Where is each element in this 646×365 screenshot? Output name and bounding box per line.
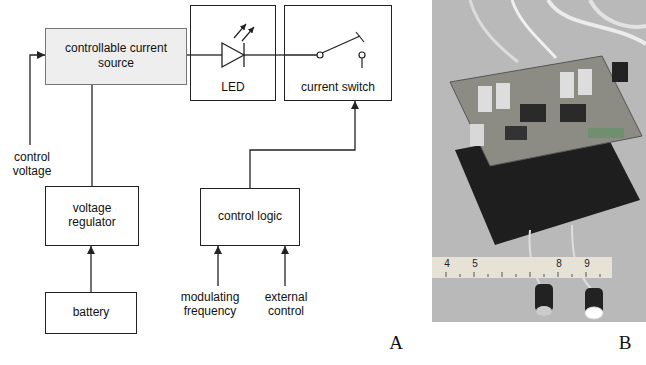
- connector: [91, 85, 92, 186]
- dip-switch: [470, 124, 484, 146]
- signal-label: control voltage: [4, 150, 60, 179]
- box-label: controllable current source: [64, 41, 168, 70]
- box-label: battery: [73, 305, 110, 319]
- chip: [560, 104, 586, 122]
- label-holder: modulating frequency: [170, 290, 250, 319]
- label-holder: A: [385, 332, 407, 355]
- panel-letter: B: [614, 332, 636, 355]
- connector-pins: [560, 72, 574, 98]
- control-voltage-arrow: [30, 55, 45, 145]
- ruler-ticks: [446, 272, 600, 277]
- ruler-number: 8: [554, 258, 564, 270]
- ruler-number: 9: [582, 258, 592, 270]
- light-ray: [234, 24, 246, 38]
- process-box: current switch: [284, 5, 392, 101]
- cable: [548, 0, 646, 44]
- led-glow: [585, 307, 603, 319]
- process-box: battery: [45, 292, 137, 334]
- switch-contact: [359, 52, 365, 58]
- diode-symbol: [222, 43, 244, 67]
- connector: [250, 101, 355, 188]
- terminal-block: [588, 128, 624, 138]
- plug: [612, 62, 628, 82]
- connector-pins: [496, 83, 510, 109]
- box-label: current switch: [301, 80, 375, 94]
- connector-pins: [578, 69, 592, 95]
- signal-label: external control: [255, 290, 317, 319]
- panel-letter: A: [385, 332, 407, 355]
- connector: [90, 246, 91, 292]
- label-holder: 8: [554, 258, 564, 270]
- label-holder: external control: [255, 290, 317, 319]
- cable: [590, 0, 646, 27]
- switch-mark: [356, 32, 364, 42]
- process-box: controllable current source: [45, 28, 187, 85]
- box-label: LED: [221, 80, 244, 94]
- box-label: control logic: [218, 209, 282, 223]
- wire: [190, 54, 222, 55]
- connector-pins: [478, 86, 492, 112]
- ruler: [432, 257, 612, 278]
- label-holder: 4: [442, 258, 452, 270]
- input-arrow: [284, 246, 285, 286]
- switch-lever: [322, 36, 360, 53]
- chip: [520, 104, 546, 122]
- photo-background: [432, 0, 646, 322]
- input-arrow: [217, 246, 218, 286]
- wire: [284, 54, 317, 55]
- circuit-board: [450, 56, 642, 166]
- ruler-number: 4: [442, 258, 452, 270]
- label-holder: B: [614, 332, 636, 355]
- cable: [470, 0, 518, 62]
- chip: [505, 126, 527, 140]
- light-ray: [242, 27, 254, 41]
- process-box: LED: [190, 5, 276, 101]
- wire: [244, 54, 276, 55]
- process-box: voltage regulator: [45, 186, 139, 246]
- connector: [276, 54, 284, 55]
- wire: [361, 58, 362, 68]
- process-box: control logic: [200, 188, 300, 246]
- label-holder: control voltage: [4, 150, 60, 179]
- signal-label: modulating frequency: [170, 290, 250, 319]
- led-lens: [536, 306, 552, 316]
- cable: [512, 0, 556, 58]
- label-holder: 9: [582, 258, 592, 270]
- box-label: voltage regulator: [56, 201, 128, 230]
- label-holder: 5: [470, 258, 480, 270]
- ruler-number: 5: [470, 258, 480, 270]
